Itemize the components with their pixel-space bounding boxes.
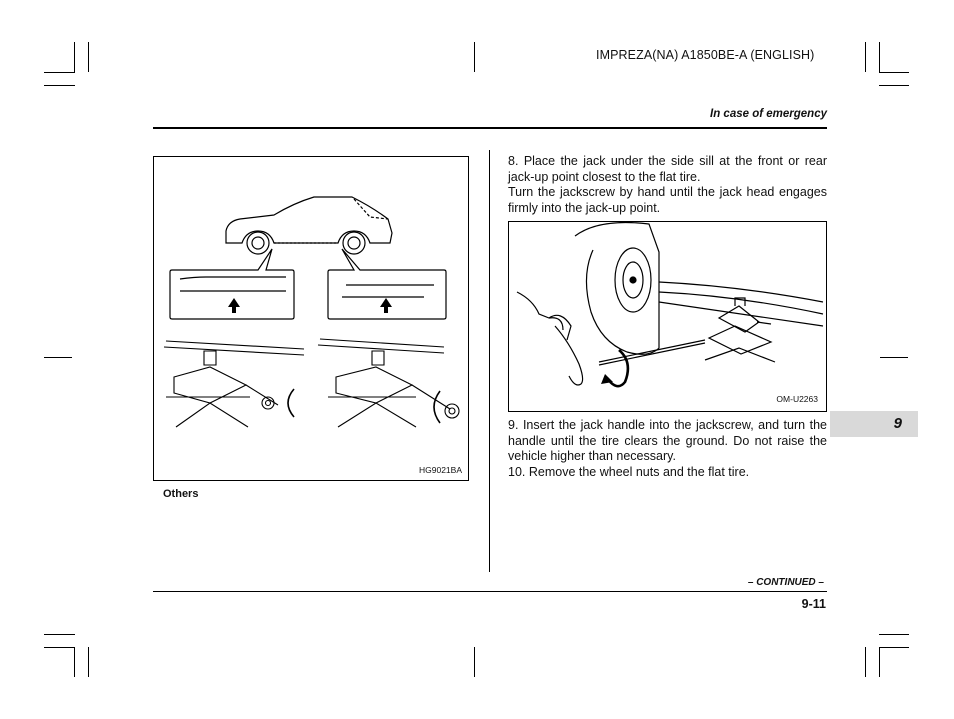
header-rule	[153, 127, 827, 129]
step-8-note: Turn the jackscrew by hand until the jac…	[508, 185, 827, 215]
continued-note: – CONTINUED –	[747, 577, 824, 588]
crop-mark	[74, 42, 75, 72]
crop-mark	[474, 647, 475, 677]
jack-point-callout-icon	[169, 248, 295, 320]
jack-points-illustration	[163, 196, 460, 428]
figure-caption: Others	[163, 488, 199, 500]
jack-handle-icon	[598, 339, 706, 366]
rotation-arrow-icon	[605, 349, 630, 388]
crop-mark	[879, 634, 909, 635]
section-title: In case of emergency	[710, 108, 827, 120]
crop-mark	[879, 647, 880, 677]
left-figure: HG9021BA	[153, 156, 469, 481]
scissor-jack-icon	[163, 338, 460, 428]
crop-mark	[44, 72, 75, 73]
document-id: IMPREZA(NA) A1850BE-A (ENGLISH)	[596, 48, 815, 62]
step-8-block: 8. Place the jack under the side sill at…	[508, 154, 827, 216]
crop-mark	[865, 42, 866, 72]
step-9-10-block: 9. Insert the jack handle into the jacks…	[508, 418, 827, 480]
crop-mark	[474, 42, 475, 72]
step-9-text: 9. Insert the jack handle into the jacks…	[508, 418, 827, 463]
crop-mark	[88, 42, 89, 72]
crop-mark	[44, 357, 72, 358]
crop-mark	[879, 72, 909, 73]
crop-mark	[879, 42, 880, 72]
tire-icon	[574, 221, 660, 355]
figure-code: HG9021BA	[419, 465, 462, 475]
crop-mark	[44, 634, 75, 635]
chapter-number: 9	[893, 415, 902, 432]
crop-mark	[879, 647, 909, 648]
figure-code: OM-U2263	[776, 394, 818, 404]
hand-icon	[516, 291, 584, 386]
crop-mark	[880, 357, 908, 358]
crop-mark	[44, 647, 75, 648]
scissor-jack-icon	[704, 297, 776, 363]
right-figure: OM-U2263	[508, 221, 827, 412]
footer-rule	[153, 591, 827, 592]
chapter-tab: 9	[830, 411, 918, 437]
step-10-text: 10. Remove the wheel nuts and the flat t…	[508, 464, 750, 479]
jack-point-callout-icon	[327, 248, 447, 320]
crop-mark	[74, 647, 75, 677]
crop-mark	[879, 85, 909, 86]
step-8-text: 8. Place the jack under the side sill at…	[508, 154, 827, 184]
crop-mark	[865, 647, 866, 677]
crop-mark	[88, 647, 89, 677]
page-number: 9-11	[801, 597, 826, 611]
column-divider	[489, 150, 490, 572]
jack-lifting-illustration	[516, 221, 824, 388]
crop-mark	[44, 85, 75, 86]
car-side-icon	[225, 196, 393, 244]
